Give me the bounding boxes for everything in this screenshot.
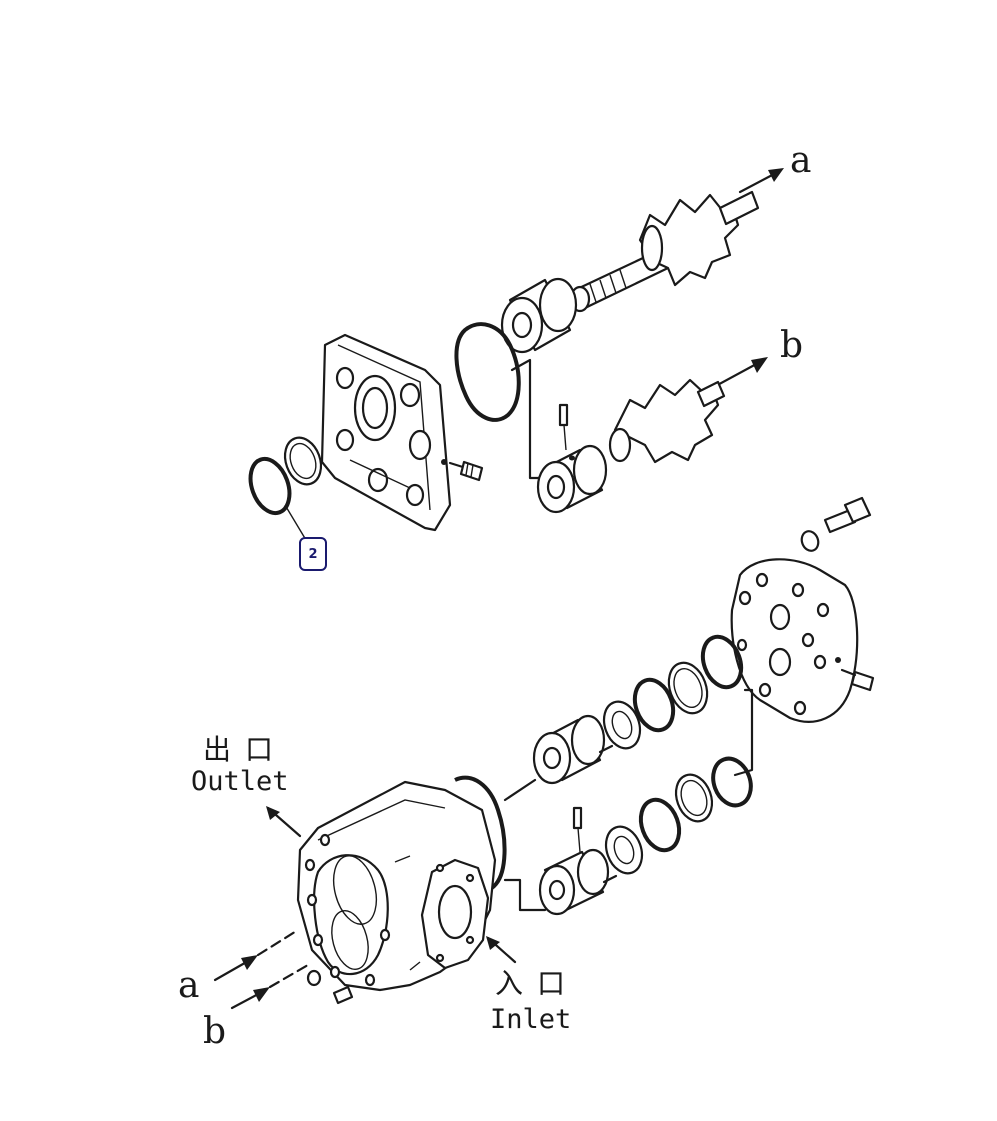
inlet-cn-label: 入口 <box>495 967 580 1000</box>
pump-housing <box>296 780 497 992</box>
outlet-arrow <box>266 806 302 838</box>
arrow-b-top <box>710 357 768 390</box>
driven-gear <box>608 378 726 464</box>
label-a-bottom: a <box>178 965 200 1006</box>
o-ring-upper <box>454 322 560 480</box>
bolt-washer <box>800 496 872 552</box>
bushing-lower-upper <box>532 714 606 785</box>
bushing-lower-lower <box>538 806 610 916</box>
inlet-arrow <box>486 936 517 964</box>
rear-cover-plate <box>730 558 859 723</box>
housing-pins <box>306 969 354 1005</box>
upper-ring-set <box>602 634 744 750</box>
oil-seal-rings <box>248 436 323 541</box>
screw-upper <box>448 460 484 482</box>
outlet-en-label: Outlet <box>191 766 289 797</box>
front-cover-plate <box>320 333 452 532</box>
callout-2-button[interactable]: 2 <box>299 537 327 571</box>
label-b-top: b <box>780 325 804 366</box>
outlet-cn-label: 出口 <box>203 733 288 766</box>
label-a-top: a <box>790 140 812 181</box>
arrow-a-top <box>738 168 784 194</box>
lower-ring-set <box>604 756 753 875</box>
bushing-upper <box>500 277 578 354</box>
bushing-upper-lower <box>536 403 608 514</box>
drive-gear-shaft <box>569 190 760 313</box>
screw-rear <box>840 668 875 692</box>
label-b-bottom: b <box>203 1011 227 1052</box>
inlet-en-label: Inlet <box>490 1004 572 1035</box>
arrow-b-bottom <box>230 963 310 1010</box>
arrow-a-bottom <box>213 928 300 982</box>
